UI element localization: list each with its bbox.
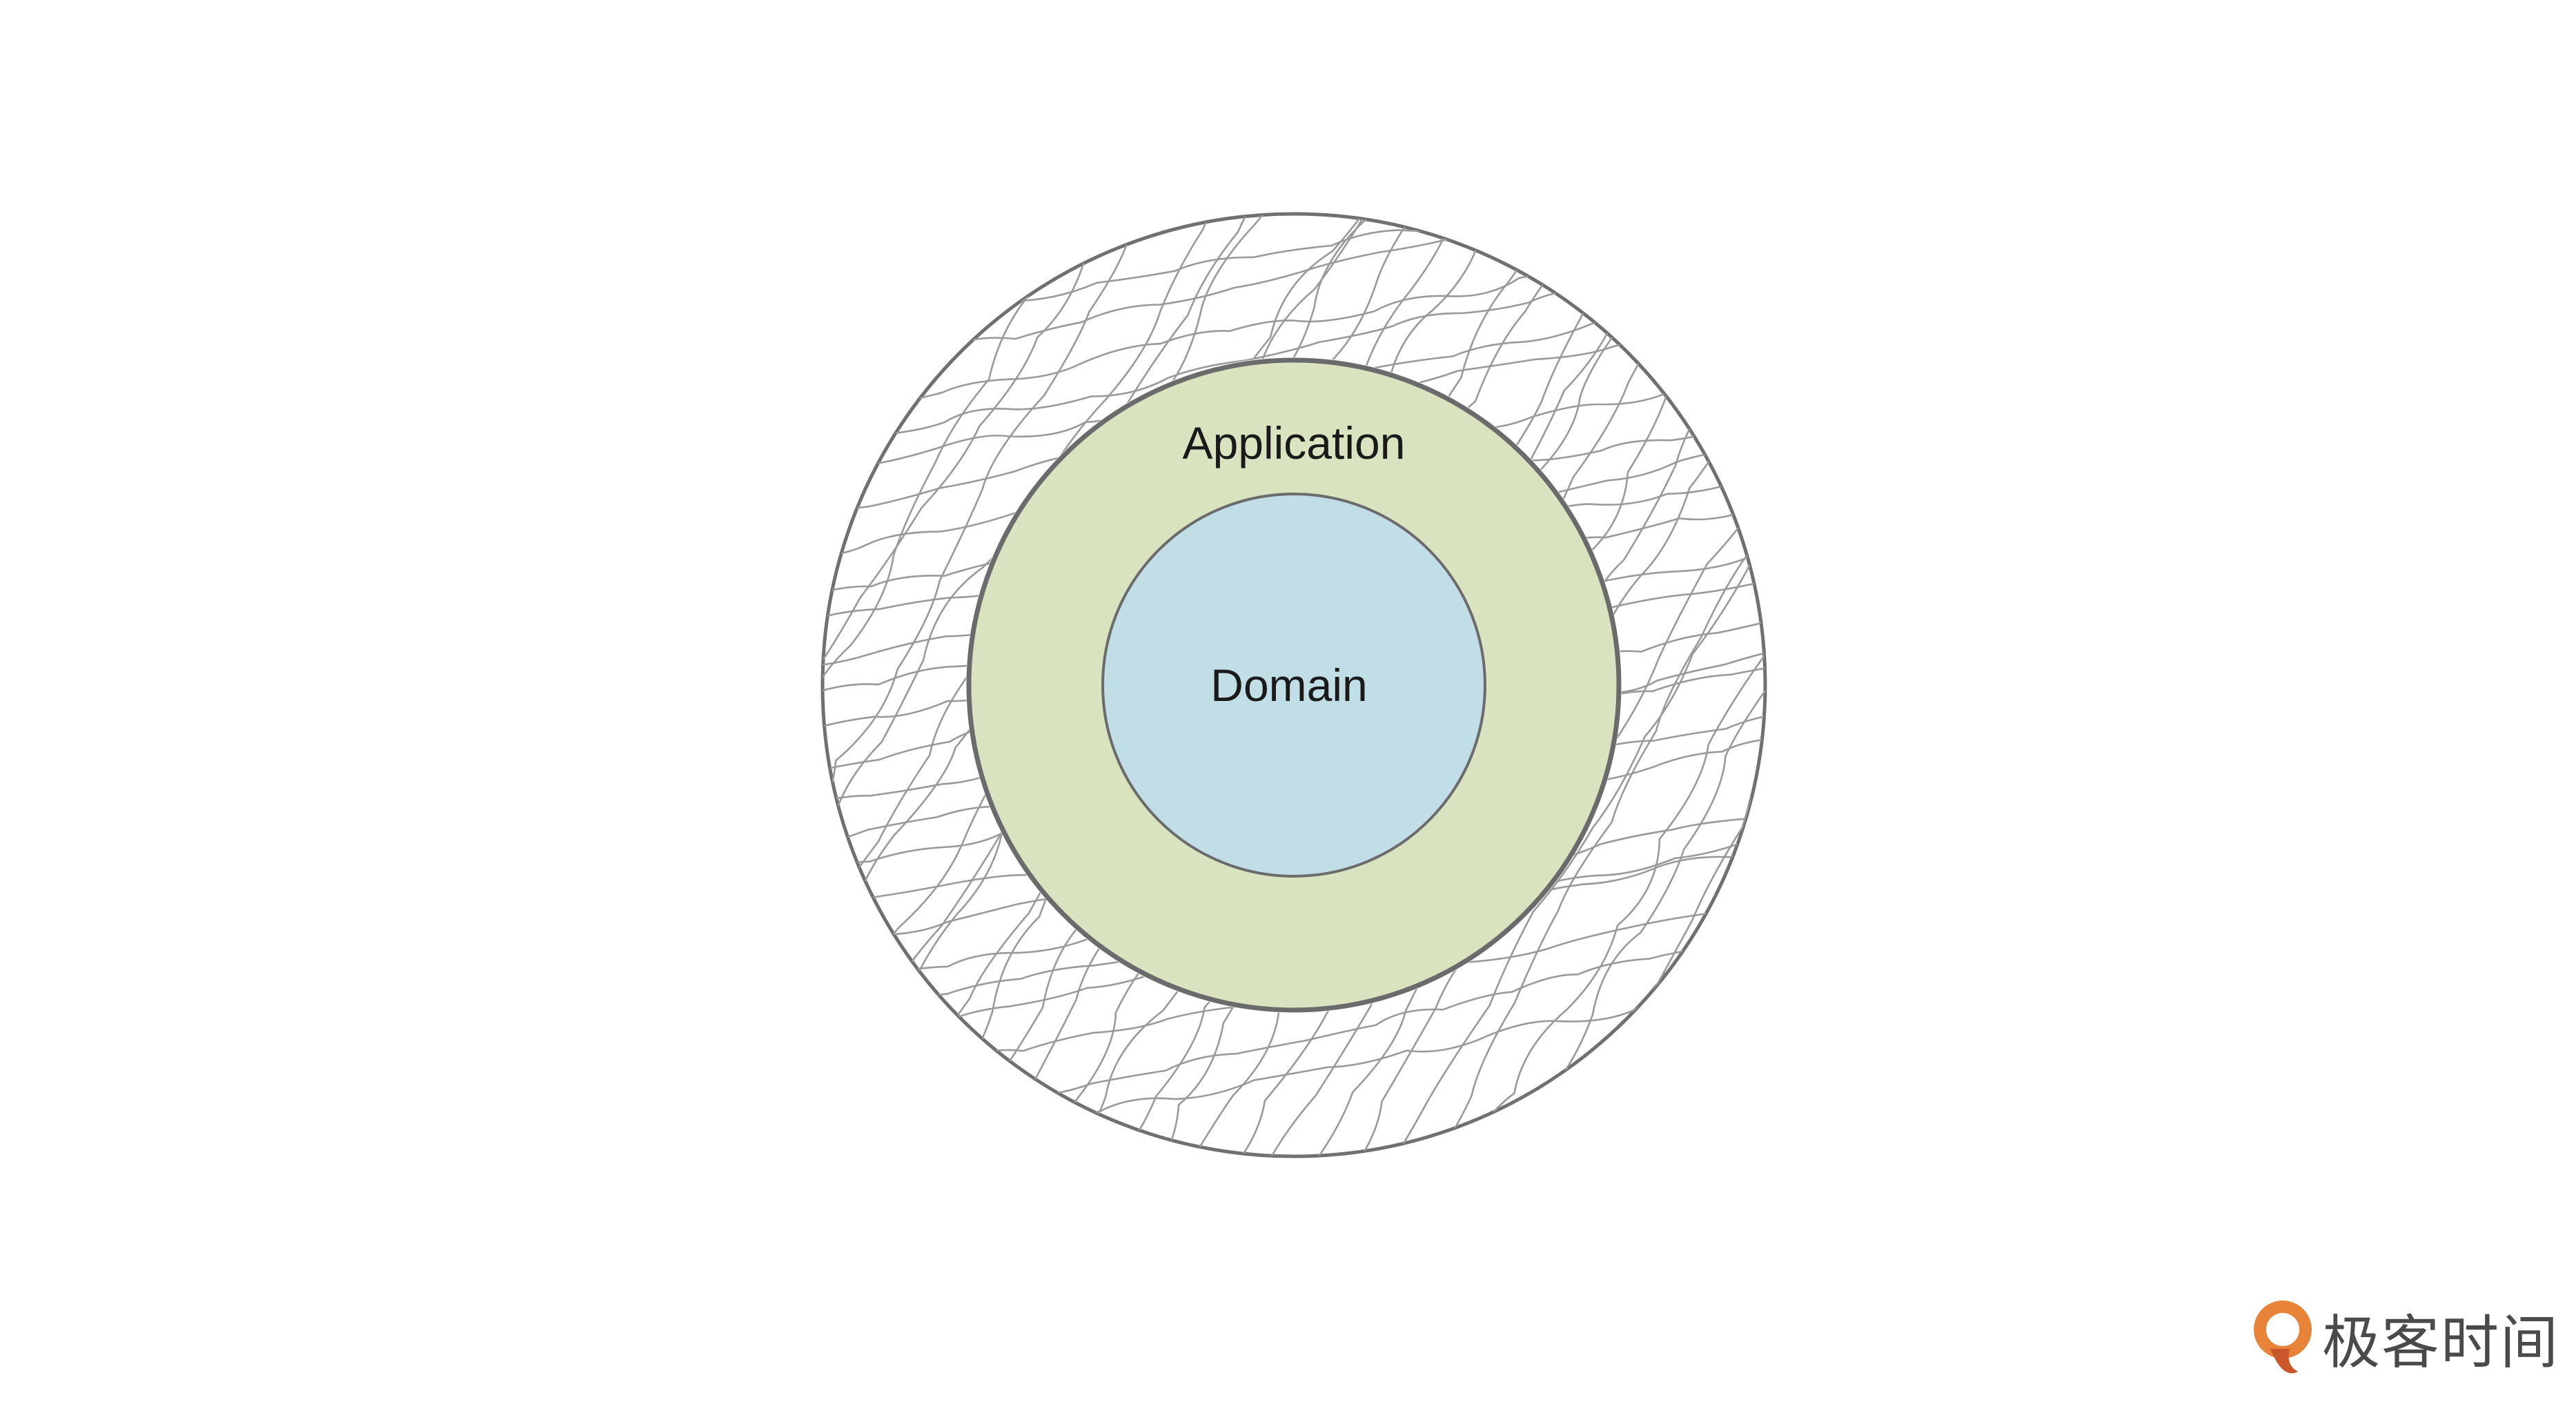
hatch-stroke	[1817, 0, 2544, 1187]
hatch-stroke	[823, 214, 912, 1156]
hatch-stroke	[56, 0, 760, 1187]
domain-core	[1101, 493, 1486, 878]
domain-layer: Domain	[1101, 493, 1486, 878]
hatch-stroke	[1777, 0, 2506, 1187]
hatch-stroke	[1695, 214, 1765, 1156]
hatch-stroke	[1655, 214, 1765, 1156]
hatch-stroke	[1736, 214, 1765, 1156]
hatch-stroke	[823, 214, 856, 1156]
hatch-stroke	[823, 214, 1232, 1156]
brand-name: 极客时间	[2322, 1309, 2559, 1376]
hatch-stroke	[823, 214, 1765, 239]
hatch-stroke	[1375, 214, 1765, 1156]
brand-logo-icon	[2254, 1301, 2312, 1374]
hatch-stroke	[1495, 214, 1765, 1156]
hatch-stroke	[0, 0, 515, 1187]
hatch-stroke	[800, 0, 1989, 198]
hatch-stroke	[0, 0, 667, 1187]
hatch-stroke	[0, 0, 699, 1187]
domain-label: Domain	[1210, 660, 1367, 711]
hatch-stroke	[823, 214, 1765, 388]
hatch-stroke	[0, 0, 624, 1187]
hatch-stroke	[1336, 214, 1765, 1156]
hatch-stroke	[96, 0, 814, 1187]
application-label: Application	[1183, 417, 1406, 468]
hatch-stroke	[16, 0, 706, 1187]
hatch-stroke	[1455, 214, 1765, 1156]
hatch-stroke	[0, 0, 564, 1187]
hatch-stroke	[823, 214, 1349, 1156]
hatch-stroke	[823, 223, 1765, 453]
hatch-stroke	[823, 214, 1247, 1156]
hatch-stroke	[0, 0, 472, 1187]
brand-watermark: 极客时间	[2254, 1301, 2559, 1376]
hatch-stroke	[823, 214, 1288, 1156]
